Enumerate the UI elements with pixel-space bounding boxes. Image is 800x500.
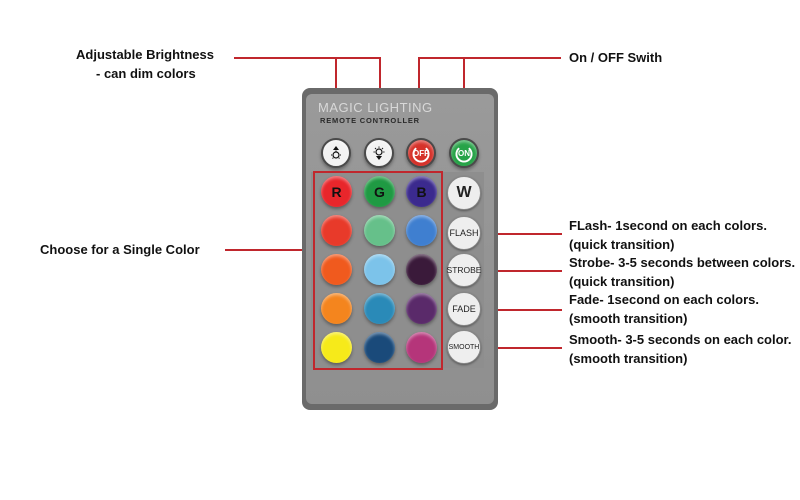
brightness-callout-line2: - can dim colors <box>96 66 196 81</box>
brightness-leader-h <box>234 57 381 59</box>
off-button[interactable]: OFF <box>406 138 436 168</box>
smooth-button[interactable]: SMOOTH <box>447 330 481 364</box>
power-on-icon <box>455 147 473 163</box>
power-off-icon <box>412 147 430 163</box>
fade-leader <box>480 309 562 311</box>
strobe-button[interactable]: STROBE <box>447 253 481 287</box>
strobe-leader <box>480 270 562 272</box>
color-button-green[interactable]: G <box>364 176 395 207</box>
brightness-callout: Adjustable Brightness - can dim colors <box>76 45 214 83</box>
smooth-callout-line1: Smooth- 3-5 seconds on each color. <box>569 332 792 347</box>
brightness-callout-line1: Adjustable Brightness <box>76 47 214 62</box>
fade-callout-line2: (smooth transition) <box>569 311 688 326</box>
color-button[interactable] <box>406 332 437 363</box>
color-letter-g: G <box>374 183 385 200</box>
brightness-down-icon <box>331 146 341 159</box>
flash-button[interactable]: FLASH <box>447 216 481 250</box>
color-button[interactable] <box>364 254 395 285</box>
color-button[interactable] <box>364 293 395 324</box>
flash-callout-line1: FLash- 1second on each colors. <box>569 218 767 233</box>
brightness-up-button[interactable] <box>364 138 394 168</box>
fade-callout-line1: Fade- 1second on each colors. <box>569 292 759 307</box>
strobe-callout-line2: (quick transition) <box>569 274 675 289</box>
color-button[interactable] <box>406 293 437 324</box>
color-letter-r: R <box>331 183 342 200</box>
brightness-up-icon <box>373 146 385 160</box>
color-letter-b: B <box>416 183 427 200</box>
flash-leader <box>480 233 562 235</box>
color-button[interactable] <box>406 215 437 246</box>
color-button[interactable] <box>321 215 352 246</box>
color-button-blue[interactable]: B <box>406 176 437 207</box>
smooth-callout: Smooth- 3-5 seconds on each color. (smoo… <box>569 330 792 368</box>
brightness-down-button[interactable] <box>321 138 351 168</box>
fade-callout: Fade- 1second on each colors. (smooth tr… <box>569 290 759 328</box>
color-button[interactable] <box>406 254 437 285</box>
remote-subtitle: REMOTE CONTROLLER <box>320 116 420 125</box>
strobe-callout-line1: Strobe- 3-5 seconds between colors. <box>569 255 796 270</box>
single-color-leader <box>225 249 313 251</box>
flash-callout: FLash- 1second on each colors. (quick tr… <box>569 216 767 254</box>
smooth-callout-line2: (smooth transition) <box>569 351 688 366</box>
color-button[interactable] <box>321 293 352 324</box>
color-button[interactable] <box>321 254 352 285</box>
onoff-leader-h <box>418 57 561 59</box>
color-button[interactable] <box>321 332 352 363</box>
color-button[interactable] <box>364 215 395 246</box>
onoff-callout: On / OFF Swith <box>569 50 663 65</box>
remote-brand: MAGIC LIGHTING <box>318 100 433 115</box>
strobe-callout: Strobe- 3-5 seconds between colors. (qui… <box>569 253 795 291</box>
smooth-leader <box>480 347 562 349</box>
color-button-red[interactable]: R <box>321 176 352 207</box>
on-label: ON <box>458 148 470 158</box>
flash-callout-line2: (quick transition) <box>569 237 675 252</box>
color-button[interactable] <box>364 332 395 363</box>
single-color-highlight <box>313 171 443 370</box>
on-button[interactable]: ON <box>449 138 479 168</box>
off-label: OFF <box>413 148 429 158</box>
single-color-callout: Choose for a Single Color <box>40 242 200 257</box>
white-button[interactable]: W <box>447 176 481 210</box>
fade-button[interactable]: FADE <box>447 292 481 326</box>
